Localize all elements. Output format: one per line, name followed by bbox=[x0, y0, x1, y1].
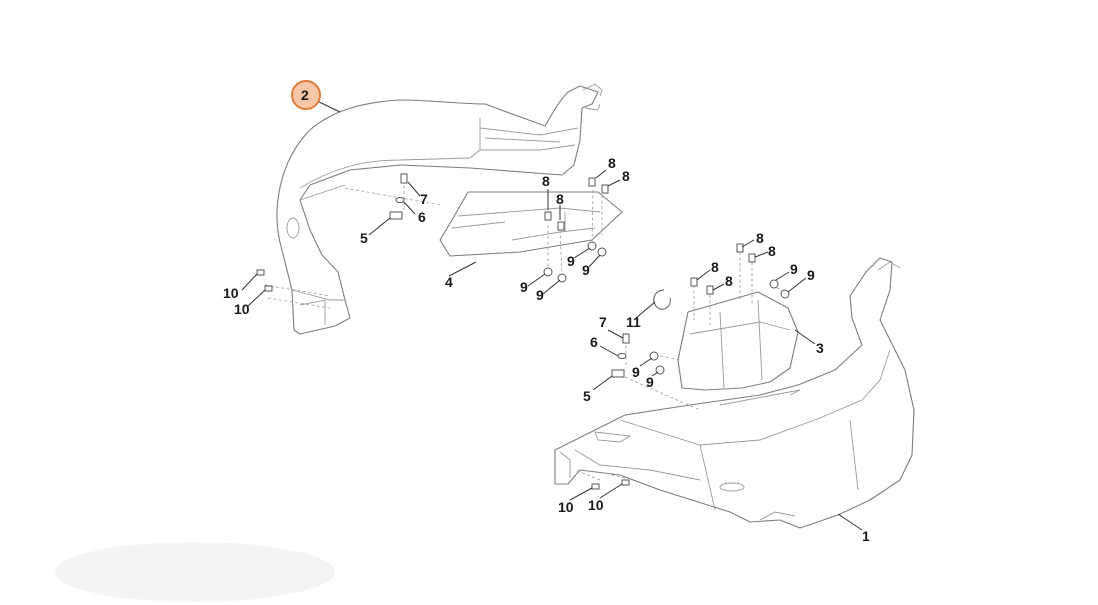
label-part-10[interactable]: 10 bbox=[588, 497, 604, 513]
clip-5 bbox=[611, 369, 625, 378]
bolt-10 bbox=[591, 483, 600, 490]
nut-9 bbox=[780, 289, 790, 299]
screw-8 bbox=[736, 243, 744, 253]
label-part-8[interactable]: 8 bbox=[542, 173, 550, 189]
label-part-8[interactable]: 8 bbox=[768, 243, 776, 259]
screw-8 bbox=[588, 177, 596, 187]
washer-6 bbox=[395, 197, 405, 203]
label-part-8[interactable]: 8 bbox=[756, 230, 764, 246]
part-3-cover[interactable] bbox=[677, 291, 799, 391]
screw-8 bbox=[748, 253, 756, 263]
hardware bbox=[256, 173, 790, 490]
label-part-1[interactable]: 1 bbox=[862, 528, 870, 544]
label-part-8[interactable]: 8 bbox=[608, 155, 616, 171]
screw-8 bbox=[690, 277, 698, 287]
label-part-2: 2 bbox=[301, 87, 309, 103]
label-part-8[interactable]: 8 bbox=[622, 168, 630, 184]
highlight-circle bbox=[291, 80, 321, 110]
label-part-4[interactable]: 4 bbox=[445, 274, 453, 290]
background-smudge bbox=[55, 542, 335, 602]
nut-9 bbox=[769, 279, 779, 289]
bolt-10 bbox=[264, 285, 273, 292]
label-part-7[interactable]: 7 bbox=[599, 314, 607, 330]
label-part-7[interactable]: 7 bbox=[420, 191, 428, 207]
part-4-plate[interactable] bbox=[439, 191, 623, 257]
bolt-10 bbox=[256, 269, 265, 276]
clip-5 bbox=[389, 211, 403, 220]
label-part-9[interactable]: 9 bbox=[536, 287, 544, 303]
label-part-10[interactable]: 10 bbox=[223, 285, 239, 301]
label-part-9[interactable]: 9 bbox=[567, 253, 575, 269]
label-part-6[interactable]: 6 bbox=[418, 209, 426, 225]
nut-9 bbox=[543, 267, 553, 277]
label-part-5[interactable]: 5 bbox=[360, 230, 368, 246]
screw-8 bbox=[557, 221, 565, 231]
screw-8 bbox=[544, 211, 552, 221]
screw-8 bbox=[706, 285, 714, 295]
screw-7 bbox=[622, 333, 630, 344]
label-part-8[interactable]: 8 bbox=[556, 191, 564, 207]
label-part-5[interactable]: 5 bbox=[583, 388, 591, 404]
callout-part-2-highlight[interactable]: 2 bbox=[291, 80, 321, 110]
label-part-8[interactable]: 8 bbox=[725, 273, 733, 289]
ring-11 bbox=[653, 289, 671, 310]
part-2-fender[interactable] bbox=[276, 83, 603, 335]
part-1-fender[interactable] bbox=[554, 257, 915, 529]
screw-8 bbox=[601, 184, 609, 194]
nut-9 bbox=[597, 247, 607, 257]
label-part-9[interactable]: 9 bbox=[807, 267, 815, 283]
part-labels: 4 3 1 5 6 7 8 8 8 8 9 9 9 9 10 10 8 8 8 … bbox=[223, 155, 870, 544]
washer-6 bbox=[617, 353, 627, 359]
label-part-11[interactable]: 11 bbox=[626, 314, 641, 330]
screw-7 bbox=[400, 173, 408, 184]
label-part-6[interactable]: 6 bbox=[590, 334, 598, 350]
label-part-3[interactable]: 3 bbox=[816, 340, 824, 356]
label-part-9[interactable]: 9 bbox=[520, 279, 528, 295]
label-part-9[interactable]: 9 bbox=[582, 262, 590, 278]
label-part-8[interactable]: 8 bbox=[711, 259, 719, 275]
label-part-10[interactable]: 10 bbox=[234, 301, 250, 317]
label-part-9[interactable]: 9 bbox=[646, 374, 654, 390]
label-part-10[interactable]: 10 bbox=[558, 499, 574, 515]
bolt-10 bbox=[621, 479, 630, 486]
leader-lines bbox=[241, 99, 863, 531]
label-part-9[interactable]: 9 bbox=[790, 261, 798, 277]
label-part-9[interactable]: 9 bbox=[632, 364, 640, 380]
